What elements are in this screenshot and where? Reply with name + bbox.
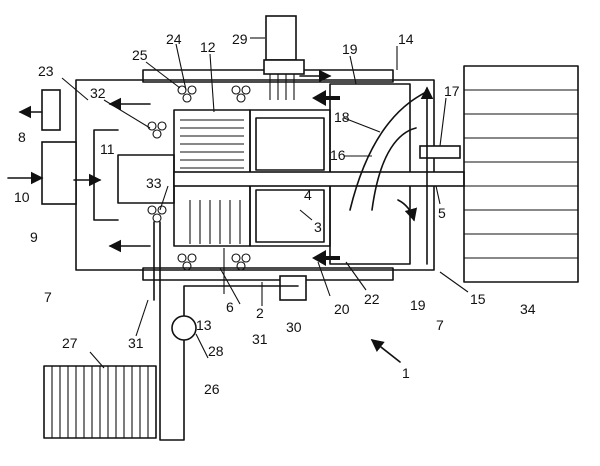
compressor-4 — [255, 117, 325, 171]
label-22: 22 — [364, 291, 380, 307]
label-19-top: 19 — [342, 41, 358, 57]
label-17: 17 — [444, 83, 460, 99]
big-arrow-bottom — [312, 250, 340, 266]
flow-arrow-3 — [397, 199, 418, 222]
flow-curve-16 — [371, 127, 417, 211]
label-18: 18 — [334, 109, 350, 125]
label-1: 1 — [402, 365, 410, 381]
radiator-fins — [51, 366, 149, 438]
label-24: 24 — [166, 31, 182, 47]
device-29-rods — [269, 74, 295, 100]
label-23: 23 — [38, 63, 54, 79]
label-27: 27 — [62, 335, 78, 351]
label-11: 11 — [100, 141, 115, 157]
label-31-right: 31 — [252, 331, 268, 347]
leader-lines — [61, 37, 469, 369]
label-7-right: 7 — [436, 317, 444, 333]
assembly-arrow — [370, 339, 401, 363]
generator-lines — [464, 89, 578, 259]
label-19-bottom: 19 — [410, 297, 426, 313]
bearings — [147, 85, 251, 271]
label-13: 13 — [196, 317, 212, 333]
label-29: 29 — [232, 31, 248, 47]
pump-28 — [171, 315, 197, 341]
label-12: 12 — [200, 39, 216, 55]
reference-labels: 29 24 25 12 19 14 23 32 17 18 8 11 16 10… — [14, 31, 536, 397]
label-10: 10 — [14, 189, 30, 205]
label-2: 2 — [256, 305, 264, 321]
label-34: 34 — [520, 301, 536, 317]
label-32: 32 — [90, 85, 106, 101]
label-4: 4 — [304, 187, 312, 203]
shaft-5 — [173, 171, 465, 187]
label-9: 9 — [30, 229, 38, 245]
label-16: 16 — [330, 147, 346, 163]
device-30 — [279, 275, 307, 301]
label-6: 6 — [226, 299, 234, 315]
label-14: 14 — [398, 31, 414, 47]
flow-curve-18 — [349, 91, 427, 211]
label-31-left: 31 — [128, 335, 144, 351]
exhaust-block — [41, 89, 61, 131]
label-5: 5 — [438, 205, 446, 221]
inlet-17 — [419, 145, 461, 159]
label-30: 30 — [286, 319, 302, 335]
label-3: 3 — [314, 219, 322, 235]
label-28: 28 — [208, 343, 224, 359]
label-8: 8 — [18, 129, 26, 145]
label-7-left: 7 — [44, 289, 52, 305]
big-arrow-top — [312, 90, 340, 106]
device-29-base — [263, 59, 305, 75]
label-20: 20 — [334, 301, 350, 317]
label-33: 33 — [146, 175, 162, 191]
label-15: 15 — [470, 291, 486, 307]
label-25: 25 — [132, 47, 148, 63]
pipe-31 — [159, 221, 299, 441]
label-26: 26 — [204, 381, 220, 397]
bottom-duct — [142, 267, 394, 281]
exchanger-fins — [180, 119, 244, 244]
generator-34 — [463, 65, 579, 283]
component-8 — [41, 141, 77, 205]
device-29 — [265, 15, 297, 61]
turbine-3 — [255, 189, 325, 243]
